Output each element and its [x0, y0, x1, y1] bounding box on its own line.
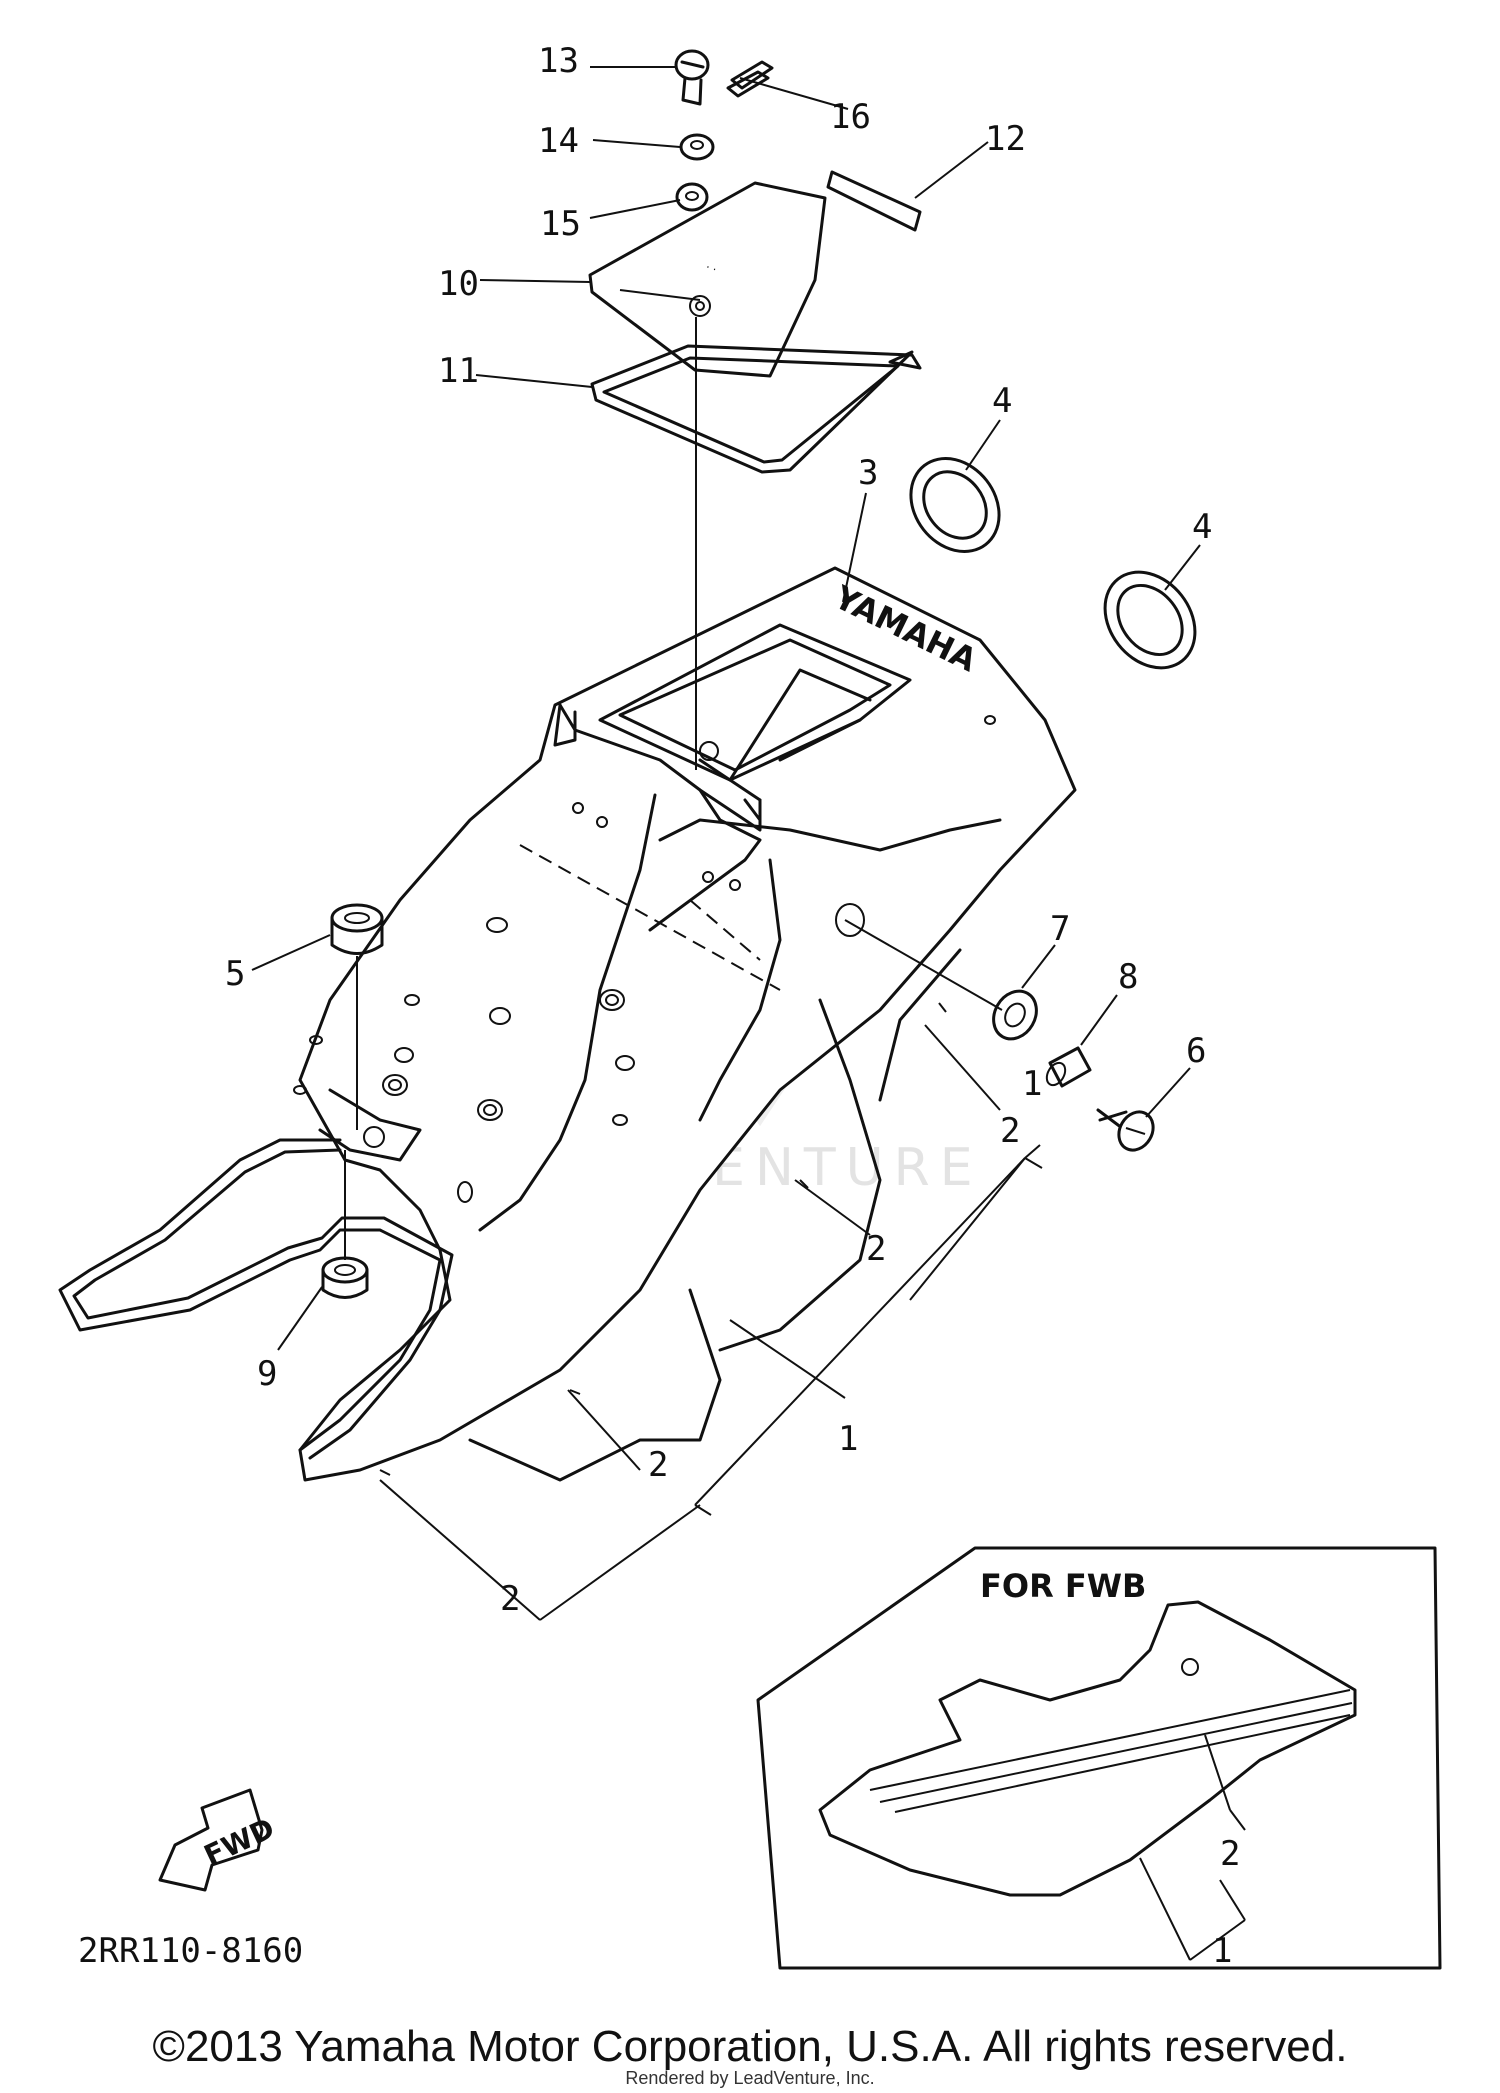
inset-title: FOR FWB: [980, 1567, 1146, 1605]
grommet-5: [330, 903, 384, 955]
callout-4-b: 4: [1192, 507, 1212, 547]
callout-11: 11: [438, 351, 479, 391]
rendered-by: Rendered by LeadVenture, Inc.: [625, 2068, 875, 2088]
lid-seal: [590, 344, 922, 474]
callout-1: 1: [1022, 1064, 1042, 1104]
grommet-9: [321, 1256, 369, 1299]
callout-4: 4: [992, 381, 1012, 421]
ring-4a: [909, 457, 1001, 553]
callout-1-b: 1: [838, 1419, 858, 1459]
callout-8: 8: [1118, 957, 1138, 997]
callout-10: 10: [438, 264, 479, 304]
callout-2-c: 2: [648, 1445, 668, 1485]
callout-16: 16: [830, 97, 871, 137]
callout-13: 13: [538, 41, 579, 81]
nut-14: [679, 133, 715, 161]
svg-text:· ·: · ·: [704, 261, 718, 277]
inset-callout-2: 2: [1220, 1834, 1240, 1874]
collar-8: [1045, 1046, 1092, 1088]
callout-15: 15: [540, 204, 581, 244]
bolt-13: [674, 49, 710, 106]
callout-labels: 1 1 2 2 2 2 3 4 4 5 6 7 8 9 10 11 12 13 …: [225, 41, 1212, 1619]
side-cover-fwb: [818, 1600, 1357, 1897]
clip-16: [726, 60, 774, 98]
seat-body-cover: YAMAHA: [293, 566, 1077, 1482]
fwb-inset: FOR FWB 2 1: [756, 1546, 1442, 1971]
copyright-notice: ©2013 Yamaha Motor Corporation, U.S.A. A…: [152, 2022, 1348, 2071]
inset-callout-1: 1: [1212, 1931, 1232, 1971]
callout-12: 12: [985, 119, 1026, 159]
callout-9: 9: [257, 1354, 277, 1394]
grommet-7: [992, 989, 1038, 1041]
tray-lid: · ·: [588, 181, 827, 378]
callout-3: 3: [858, 453, 878, 493]
callout-6: 6: [1186, 1031, 1206, 1071]
callout-5: 5: [225, 954, 245, 994]
fwd-arrow-icon: FWD: [158, 1788, 279, 1892]
screw-6: [1096, 1108, 1155, 1152]
callout-2: 2: [1000, 1111, 1020, 1151]
part-code: 2RR110-8160: [78, 1931, 303, 1971]
callout-2-d: 2: [500, 1579, 520, 1619]
washer-15: [675, 182, 709, 212]
callout-14: 14: [538, 121, 579, 161]
ring-4b: [1103, 570, 1197, 670]
callout-2-b: 2: [866, 1229, 886, 1269]
leader-lines: [251, 66, 1201, 1621]
trim-strap: [58, 1088, 454, 1460]
lid-trim-strip: [826, 170, 922, 232]
callout-7: 7: [1050, 909, 1070, 949]
